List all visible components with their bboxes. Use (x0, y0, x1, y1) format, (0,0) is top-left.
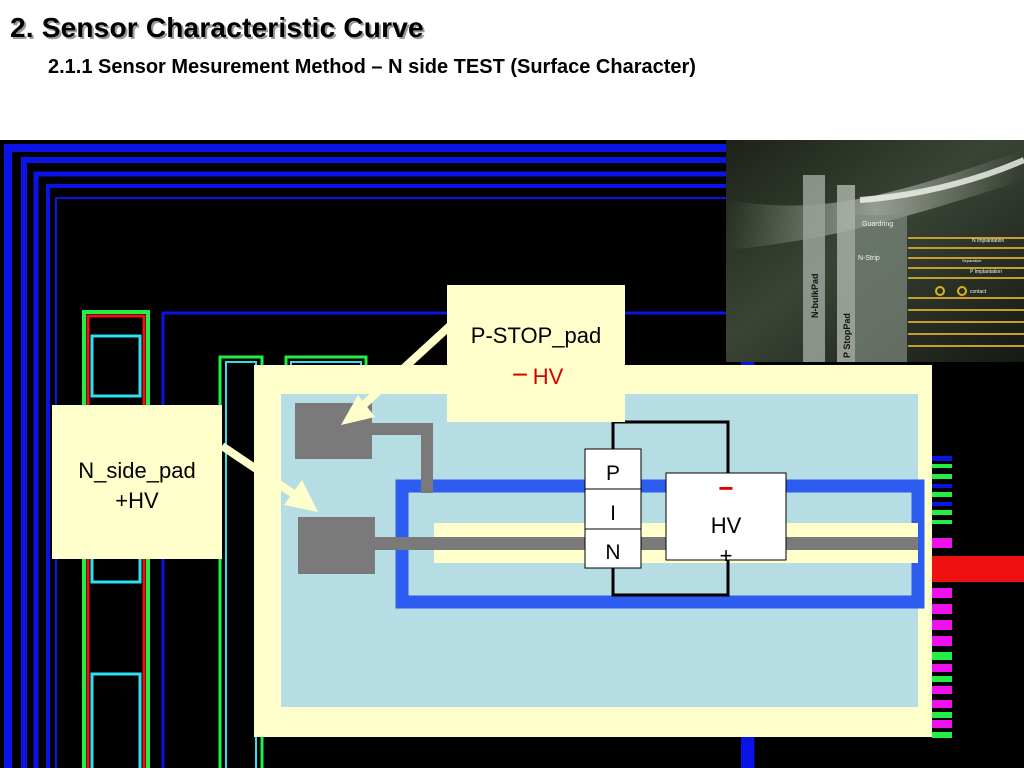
contact-marker-2-icon (957, 286, 967, 296)
photo-label-n-bulkpad: N-bulkPad (810, 273, 820, 318)
arrow-to-nside-pad-icon (219, 442, 318, 512)
pstop-trace-horizontal (370, 423, 433, 435)
strip-cyan-box-bottom (90, 672, 142, 768)
pin-p-label: P (606, 462, 620, 485)
sensor-layout-diagram: P I N − HV + (0, 140, 1024, 768)
diagram-canvas: P I N − HV + (0, 140, 1024, 768)
nside-callout-name: N_side_pad (78, 458, 195, 483)
nside-pad (298, 517, 375, 574)
slide-title: 2. Sensor Characteristic Curve (10, 12, 424, 43)
pin-n-box (584, 528, 642, 569)
right-edge-strip-ends (932, 456, 1024, 738)
pstop-callout-name: P-STOP_pad (471, 323, 601, 348)
hv-source-label: HV (711, 513, 742, 538)
pstop-callout-sign: − (512, 359, 528, 390)
bias-circuit: P I N − HV + (584, 420, 787, 597)
photo-label-separation: Separation (962, 258, 981, 263)
slide-subtitle: 2.1.1 Sensor Mesurement Method – N side … (48, 56, 696, 78)
photo-label-nstrip: N-Strip (858, 255, 880, 262)
photo-label-n-implantation: N Implantation (972, 238, 1004, 244)
probe-photo: Guardring N-Strip N Implantation Separat… (726, 140, 1024, 362)
nside-callout: N_side_pad +HV (52, 405, 222, 559)
strip-cyan-box-top (90, 334, 142, 398)
photo-label-guardring: Guardring (862, 221, 893, 228)
red-bus-line (932, 556, 1024, 582)
circuit-wire-bottom (611, 560, 730, 597)
pin-p-box (584, 448, 642, 490)
pin-n-label: N (605, 541, 620, 564)
hv-minus-sign: − (718, 473, 733, 503)
nside-callout-polarity: +HV (115, 488, 159, 513)
hv-source-box (665, 472, 787, 561)
pin-i-box (584, 488, 642, 530)
pstop-callout: P-STOP_pad − HV (447, 285, 625, 422)
nside-trace (372, 537, 918, 550)
photo-label-p-stoppad: P StopPad (842, 313, 852, 358)
pin-i-label: I (610, 502, 616, 525)
hv-plus-sign: + (720, 543, 733, 568)
contact-marker-1-icon (935, 286, 945, 296)
nside-callout-box (52, 405, 222, 559)
pstop-trace-vertical (421, 423, 433, 493)
pstop-callout-polarity: HV (533, 364, 564, 389)
circuit-wire-top (611, 420, 730, 473)
photo-label-p-implantation: P Implantation (970, 269, 1002, 275)
arrow-to-pstop-pad-icon (341, 321, 455, 425)
pstop-callout-box (447, 285, 625, 422)
photo-label-contact: contact (970, 289, 987, 295)
